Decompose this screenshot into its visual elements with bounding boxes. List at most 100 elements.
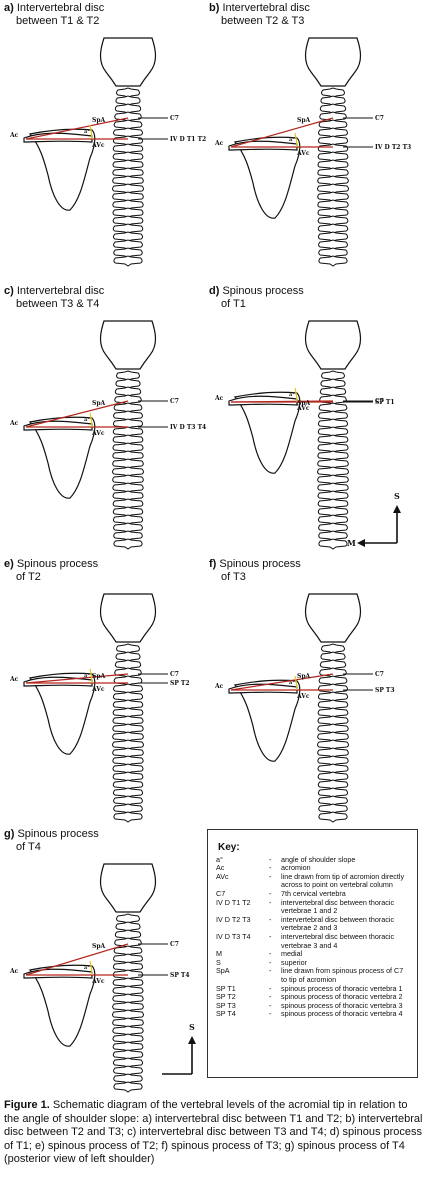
panel-c: c) Intervertebral disc between T3 & T4 C…: [0, 283, 214, 553]
angle-label: a°: [289, 137, 295, 143]
key-abbr: S: [216, 957, 221, 967]
key-dash: -: [269, 914, 272, 924]
scapula-outline: [28, 672, 96, 755]
spa-line: [25, 400, 129, 428]
key-definition: superior: [281, 957, 307, 967]
key-row: IV D T2 T3 -intervertebral disc between t…: [216, 914, 411, 933]
ac-label: Ac: [9, 420, 19, 427]
scapula-outline: [233, 136, 301, 219]
angle-label: a°: [84, 129, 90, 135]
level-label: IV D T2 T3: [375, 144, 411, 151]
key-row: a°-angle of shoulder slope: [216, 854, 411, 865]
figure-caption: Figure 1. Schematic diagram of the verte…: [4, 1099, 424, 1167]
key-definition: spinous process of thoracic vertebra 3: [281, 1000, 403, 1010]
panel-title-line2: of T2: [16, 571, 41, 583]
key-dash: -: [269, 931, 272, 941]
key-definition: 7th cervical vertebra: [281, 888, 346, 898]
panel-title-line1: Intervertebral disc: [16, 2, 105, 14]
skull-outline: [304, 320, 362, 370]
key-row: SpA -line drawn from spinous process of C…: [216, 966, 411, 984]
spa-line: [230, 673, 334, 691]
avc-label: AVc: [91, 686, 105, 693]
superior-arrowhead: [188, 1036, 196, 1044]
panel-title: f) Spinous process of T3: [209, 558, 301, 584]
ac-label: Ac: [9, 968, 19, 975]
key-row: Ac-acromion: [216, 864, 411, 873]
spa-label: SpA: [297, 400, 311, 407]
vertebral-column: [112, 643, 144, 823]
skull-outline: [99, 320, 157, 370]
key-dash: -: [269, 949, 272, 959]
key-dash: -: [269, 863, 272, 873]
c7-label: C7: [170, 115, 179, 122]
medial-arrowhead: [357, 539, 365, 547]
vertebral-column: [112, 87, 144, 267]
angle-arc: [294, 387, 298, 403]
panel-title-line2: of T3: [221, 571, 246, 583]
spa-label: SpA: [297, 117, 311, 124]
level-label: SP T1: [375, 399, 395, 406]
key-abbr: SpA: [216, 966, 230, 976]
key-definition: intervertebral disc between thoracic ver…: [281, 931, 395, 950]
level-label: SP T4: [170, 972, 190, 979]
panel-title-line2: between T1 & T2: [16, 15, 100, 27]
panel-title-line2: between T2 & T3: [221, 15, 305, 27]
medial-label: M: [347, 538, 356, 548]
key-title: Key:: [218, 842, 240, 853]
acromion-outline: [23, 968, 93, 979]
vertebral-column: [317, 87, 349, 267]
angle-arc: [294, 132, 298, 148]
superior-arrowhead: [393, 505, 401, 513]
key-row: SP T1-spinous process of thoracic verteb…: [216, 983, 411, 994]
angle-arc: [294, 675, 298, 691]
panel-title: e) Spinous process of T2: [4, 558, 98, 584]
angle-arc: [89, 412, 93, 428]
c7-label: C7: [375, 671, 384, 678]
angle-label: a°: [289, 392, 295, 398]
panel-title: g) Spinous process of T4: [4, 828, 99, 854]
key-definition: medial: [281, 949, 303, 959]
level-label: SP T3: [375, 687, 395, 694]
spa-label: SpA: [92, 943, 106, 950]
key-abbr: SP T1: [216, 983, 236, 993]
key-dash: -: [269, 966, 272, 976]
key-abbr: SP T4: [216, 1009, 236, 1019]
key-abbr: a°: [216, 854, 223, 864]
key-definition: line drawn from spinous process of C7 to…: [281, 966, 404, 984]
skull-outline: [304, 37, 362, 87]
key-definition: spinous process of thoracic vertebra 4: [281, 1009, 403, 1019]
vertebral-column: [112, 370, 144, 550]
key-abbr: C7: [216, 888, 226, 898]
key-definition: intervertebral disc between thoracic ver…: [281, 914, 395, 933]
skull-outline: [99, 37, 157, 87]
spa-line: [230, 117, 334, 148]
key-abbr: IV D T1 T2: [216, 897, 251, 907]
panel-title: a) Intervertebral disc between T1 & T2: [4, 2, 104, 28]
avc-label: AVc: [91, 978, 105, 985]
c7-label: C7: [170, 941, 179, 948]
vertebral-column: [112, 913, 144, 1093]
key-dash: -: [269, 897, 272, 907]
panel-title-line1: Spinous process: [17, 828, 99, 840]
panel-letter: d): [209, 285, 220, 297]
avc-label: AVc: [296, 405, 310, 412]
scapula-outline: [28, 964, 96, 1047]
ac-label: Ac: [214, 140, 224, 147]
panel-title-line1: Spinous process: [16, 558, 99, 570]
key-dash: -: [269, 1009, 272, 1019]
spa-label: SpA: [92, 117, 106, 124]
caption-text: Schematic diagram of the vertebral level…: [4, 1099, 423, 1165]
scapula-outline: [233, 391, 301, 474]
level-label: IV D T1 T2: [170, 136, 206, 143]
avc-label: AVc: [91, 142, 105, 149]
key-abbr: IV D T2 T3: [216, 914, 251, 924]
spa-label: SpA: [92, 673, 106, 680]
acromion-outline: [228, 140, 298, 151]
vertebral-column: [317, 370, 349, 550]
superior-label: S: [394, 491, 400, 501]
